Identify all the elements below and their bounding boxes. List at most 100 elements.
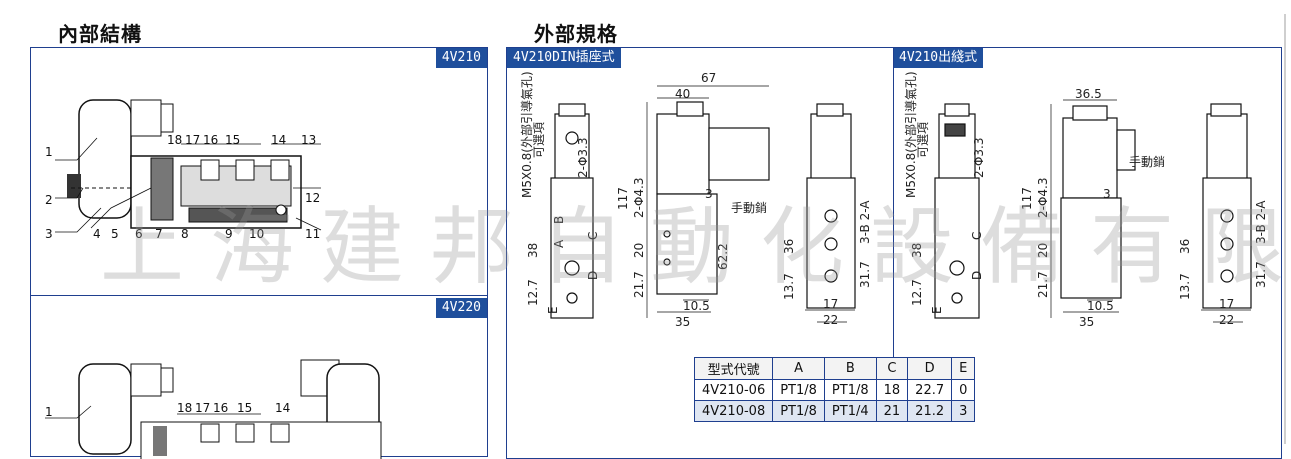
wire-dim-2phi33: 2-Φ3.3 bbox=[972, 138, 986, 179]
part-label-1-b: 1 bbox=[45, 405, 53, 419]
cell-b: PT1/4 bbox=[823, 400, 877, 422]
part-label-3: 3 bbox=[45, 227, 53, 241]
part-label-4: 4 bbox=[93, 227, 101, 241]
wire-dim-17: 17 bbox=[1219, 297, 1234, 311]
cell-e: 0 bbox=[951, 379, 976, 401]
cell-d: 21.2 bbox=[907, 400, 953, 422]
part-label-14: 14 bbox=[271, 133, 286, 147]
din-dim-137: 13.7 bbox=[782, 273, 796, 300]
part-label-7: 7 bbox=[155, 227, 163, 241]
tag-4v220: 4V220 bbox=[435, 298, 487, 318]
din-dimension-labels: 67 40 117 2-Φ4.3 2-Φ3.3 M5X0.8(外部引導氣孔) 可… bbox=[519, 71, 872, 329]
wire-dimension-labels: 36.5 117 2-Φ4.3 2-Φ3.3 M5X0.8(外部引導氣孔) 可選… bbox=[903, 71, 1268, 329]
din-ports-3b2a: 3-B 2-A bbox=[858, 200, 872, 244]
din-dim-105: 10.5 bbox=[683, 299, 710, 313]
part-label-17: 17 bbox=[185, 133, 200, 147]
spec-table-header: 型式代號 A B C D E bbox=[693, 357, 976, 380]
wire-dimension-drawing bbox=[934, 99, 1252, 323]
tag-4v210: 4V210 bbox=[435, 48, 487, 68]
part-label-9: 9 bbox=[225, 227, 233, 241]
panel-divider bbox=[893, 48, 894, 358]
part-label-15-b: 15 bbox=[237, 401, 252, 415]
din-letter-a: A bbox=[552, 239, 566, 248]
part-label-17-b: 17 bbox=[195, 401, 210, 415]
table-row: 4V210-06 PT1/8 PT1/8 18 22.7 0 bbox=[693, 379, 976, 401]
din-manual-pin: 手動銷 bbox=[731, 200, 767, 215]
cell-model: 4V210-08 bbox=[693, 400, 774, 422]
cell-model: 4V210-06 bbox=[693, 379, 774, 401]
cell-d: 22.7 bbox=[907, 379, 953, 401]
wire-dim-35: 35 bbox=[1079, 315, 1094, 329]
wire-dim-36: 36 bbox=[1178, 239, 1192, 254]
din-dim-67: 67 bbox=[701, 71, 716, 85]
wire-dim-105: 10.5 bbox=[1087, 299, 1114, 313]
cell-e: 3 bbox=[951, 400, 976, 422]
cell-c: 18 bbox=[875, 379, 909, 401]
col-c: C bbox=[875, 357, 909, 380]
din-dim-317: 31.7 bbox=[858, 261, 872, 288]
wire-ports-3b2a: 3-B 2-A bbox=[1254, 200, 1268, 244]
part-label-2: 2 bbox=[45, 193, 53, 207]
din-dim-117: 117 bbox=[616, 187, 630, 210]
din-dim-217: 21.7 bbox=[632, 271, 646, 298]
wire-letter-e: E bbox=[930, 306, 944, 314]
internal-structure-title: 內部結構 bbox=[58, 22, 142, 46]
part-label-16-b: 16 bbox=[213, 401, 228, 415]
part-label-10: 10 bbox=[249, 227, 264, 241]
din-dim-20: 20 bbox=[632, 243, 646, 258]
din-dim-17: 17 bbox=[823, 297, 838, 311]
col-d: D bbox=[907, 357, 953, 380]
wire-dim-38: 38 bbox=[910, 243, 924, 258]
wire-dim-22: 22 bbox=[1219, 313, 1234, 327]
internal-panel-4v210: 4V210 1 2 3 4 5 6 bbox=[30, 47, 488, 297]
din-dim-3: 3 bbox=[705, 187, 713, 201]
cell-b: PT1/8 bbox=[823, 379, 877, 401]
wire-dim-127: 12.7 bbox=[910, 279, 924, 306]
din-dim-35: 35 bbox=[675, 315, 690, 329]
internal-panel-4v220: 4V220 1 18 17 16 15 14 bbox=[30, 295, 488, 459]
din-letter-e: E bbox=[546, 306, 560, 314]
valve-part-labels: 1 2 3 4 5 6 7 8 9 10 11 12 13 14 15 16 1… bbox=[45, 133, 320, 241]
din-dim-22: 22 bbox=[823, 313, 838, 327]
din-m5-port: M5X0.8(外部引導氣孔) bbox=[519, 71, 534, 198]
cell-a: PT1/8 bbox=[772, 379, 825, 401]
wire-m5-port: M5X0.8(外部引導氣孔) bbox=[903, 71, 918, 198]
cell-c: 21 bbox=[875, 400, 909, 422]
din-dim-2phi43: 2-Φ4.3 bbox=[632, 178, 646, 219]
spec-table: 型式代號 A B C D E 4V210-06 PT1/8 PT1/8 18 2… bbox=[693, 357, 976, 422]
wire-dim-2phi43: 2-Φ4.3 bbox=[1036, 178, 1050, 219]
wire-dim-217: 21.7 bbox=[1036, 271, 1050, 298]
din-letter-b: B bbox=[552, 216, 566, 224]
table-row: 4V210-08 PT1/8 PT1/4 21 21.2 3 bbox=[693, 400, 976, 422]
din-dim-622: 62.2 bbox=[716, 243, 730, 270]
tag-din: 4V210DIN插座式 bbox=[507, 48, 621, 68]
part-label-18: 18 bbox=[167, 133, 182, 147]
part-label-16: 16 bbox=[203, 133, 218, 147]
din-dim-36: 36 bbox=[782, 239, 796, 254]
din-option: 可選項 bbox=[532, 122, 546, 158]
page-edge-divider bbox=[1284, 14, 1286, 444]
part-label-5: 5 bbox=[111, 227, 119, 241]
wire-dim-20: 20 bbox=[1036, 243, 1050, 258]
din-dimension-drawing bbox=[550, 85, 856, 323]
tag-wire: 4V210出綫式 bbox=[893, 48, 984, 68]
valve-cutaway-diagram bbox=[55, 99, 322, 233]
col-b: B bbox=[823, 357, 877, 380]
part-label-1: 1 bbox=[45, 145, 53, 159]
valve-double-labels: 1 18 17 16 15 14 bbox=[45, 401, 290, 419]
wire-letter-d: D bbox=[970, 271, 984, 280]
part-label-14-b: 14 bbox=[275, 401, 290, 415]
part-label-6: 6 bbox=[135, 227, 143, 241]
cell-a: PT1/8 bbox=[772, 400, 825, 422]
part-label-8: 8 bbox=[181, 227, 189, 241]
din-letter-c: C bbox=[586, 232, 600, 240]
part-label-11: 11 bbox=[305, 227, 320, 241]
external-spec-title: 外部規格 bbox=[534, 22, 618, 46]
part-label-12: 12 bbox=[305, 191, 320, 205]
wire-dim-317: 31.7 bbox=[1254, 261, 1268, 288]
col-model: 型式代號 bbox=[693, 357, 774, 380]
din-letter-d: D bbox=[586, 271, 600, 280]
din-dim-38: 38 bbox=[526, 243, 540, 258]
part-label-18-b: 18 bbox=[177, 401, 192, 415]
wire-dim-3: 3 bbox=[1103, 187, 1111, 201]
